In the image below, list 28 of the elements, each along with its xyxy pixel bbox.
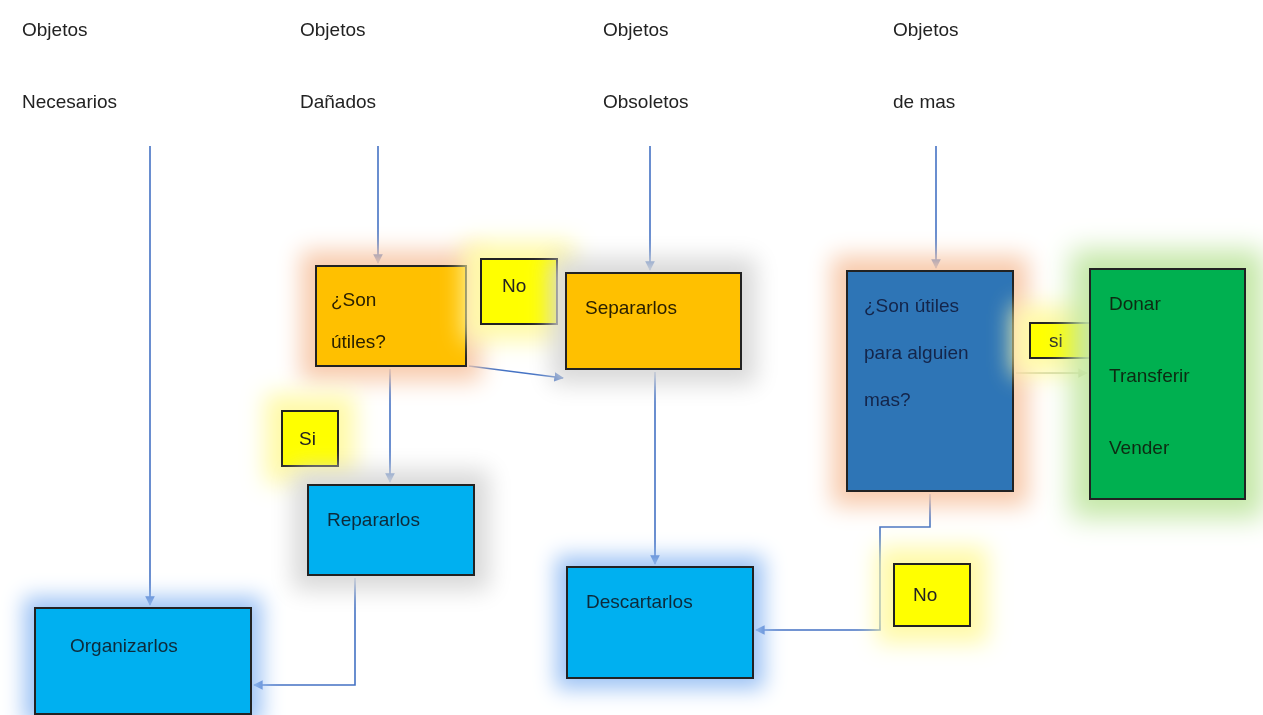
arrow — [145, 145, 155, 606]
arrow — [468, 365, 564, 382]
process-box: Repararlos — [307, 484, 475, 576]
process-box: Descartarlos — [566, 566, 754, 679]
arrow — [931, 145, 941, 269]
decision-box: ¿Son útiles? — [315, 265, 467, 367]
arrow — [650, 371, 660, 565]
heading-text: Objetos Dañados — [300, 0, 410, 144]
action-text: Transferir — [1109, 364, 1191, 388]
answer-tag: No — [480, 258, 558, 325]
action-text: Donar — [1109, 292, 1162, 316]
action-box — [1089, 268, 1246, 500]
answer-tag: No — [893, 563, 971, 627]
arrow — [385, 368, 395, 483]
process-box: Organizarlos — [34, 607, 252, 715]
answer-tag: si — [1029, 322, 1091, 359]
arrow — [1015, 368, 1088, 378]
heading-text: Objetos Necesarios — [22, 0, 142, 144]
action-text: Vender — [1109, 436, 1171, 460]
arrow — [373, 145, 383, 264]
process-box: Separarlos — [565, 272, 742, 370]
heading-text: Objetos de mas — [893, 0, 979, 144]
arrow — [645, 145, 655, 271]
decision-box: ¿Son útiles para alguien mas? — [846, 270, 1014, 492]
arrow — [755, 493, 931, 635]
answer-tag: Si — [281, 410, 339, 467]
arrow — [253, 577, 356, 690]
heading-text: Objetos Obsoletos — [603, 0, 713, 144]
